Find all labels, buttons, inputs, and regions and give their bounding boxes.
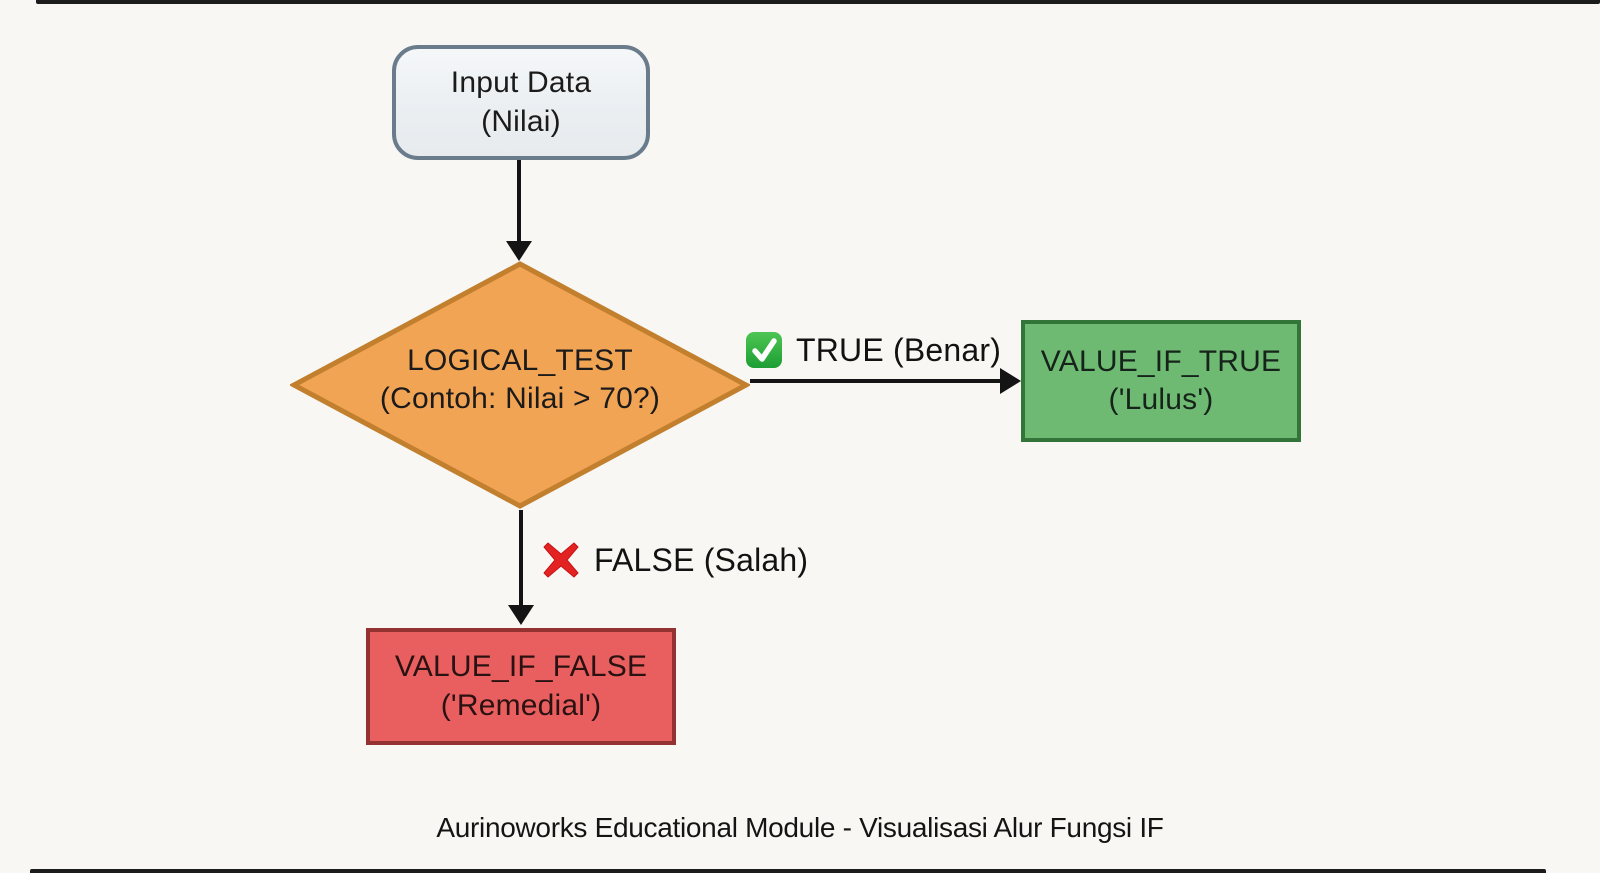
false-branch-label: FALSE (Salah) bbox=[538, 537, 808, 583]
false-branch-text: FALSE (Salah) bbox=[594, 541, 809, 578]
top-edge-bar bbox=[36, 0, 1600, 4]
input-data-node-line2: (Nilai) bbox=[481, 104, 561, 138]
cross-mark-icon bbox=[538, 537, 584, 583]
check-mark-icon bbox=[744, 330, 784, 370]
input-data-node-line1: Input Data bbox=[450, 66, 592, 100]
logical-test-line2: (Contoh: Nilai > 70?) bbox=[379, 382, 661, 415]
arrow-input-to-test-head bbox=[506, 241, 532, 261]
diagram-caption: Aurinoworks Educational Module - Visuali… bbox=[436, 812, 1164, 843]
arrow-test-to-false-head bbox=[508, 605, 534, 625]
arrow-test-to-false bbox=[519, 510, 523, 608]
arrow-test-to-true-head bbox=[1000, 368, 1021, 394]
logical-test-diamond bbox=[290, 260, 750, 510]
diamond-shape bbox=[290, 261, 750, 509]
bottom-edge-bar bbox=[30, 869, 1546, 873]
arrow-input-to-test bbox=[517, 160, 521, 244]
value-if-false-line1: VALUE_IF_FALSE bbox=[394, 650, 648, 684]
true-branch-label: TRUE (Benar) bbox=[744, 330, 1001, 370]
true-branch-text: TRUE (Benar) bbox=[796, 331, 1002, 368]
input-data-node: Input Data (Nilai) bbox=[392, 45, 650, 160]
value-if-false-node: VALUE_IF_FALSE ('Remedial') bbox=[366, 628, 676, 745]
value-if-true-line2: ('Lulus') bbox=[1108, 383, 1214, 416]
arrow-test-to-true bbox=[750, 379, 1004, 383]
value-if-true-node: VALUE_IF_TRUE ('Lulus') bbox=[1021, 320, 1301, 442]
logical-test-label: LOGICAL_TEST (Contoh: Nilai > 70?) bbox=[290, 260, 750, 510]
value-if-true-line1: VALUE_IF_TRUE bbox=[1040, 344, 1282, 378]
value-if-false-line2: ('Remedial') bbox=[440, 688, 602, 722]
logical-test-line1: LOGICAL_TEST bbox=[407, 343, 633, 377]
